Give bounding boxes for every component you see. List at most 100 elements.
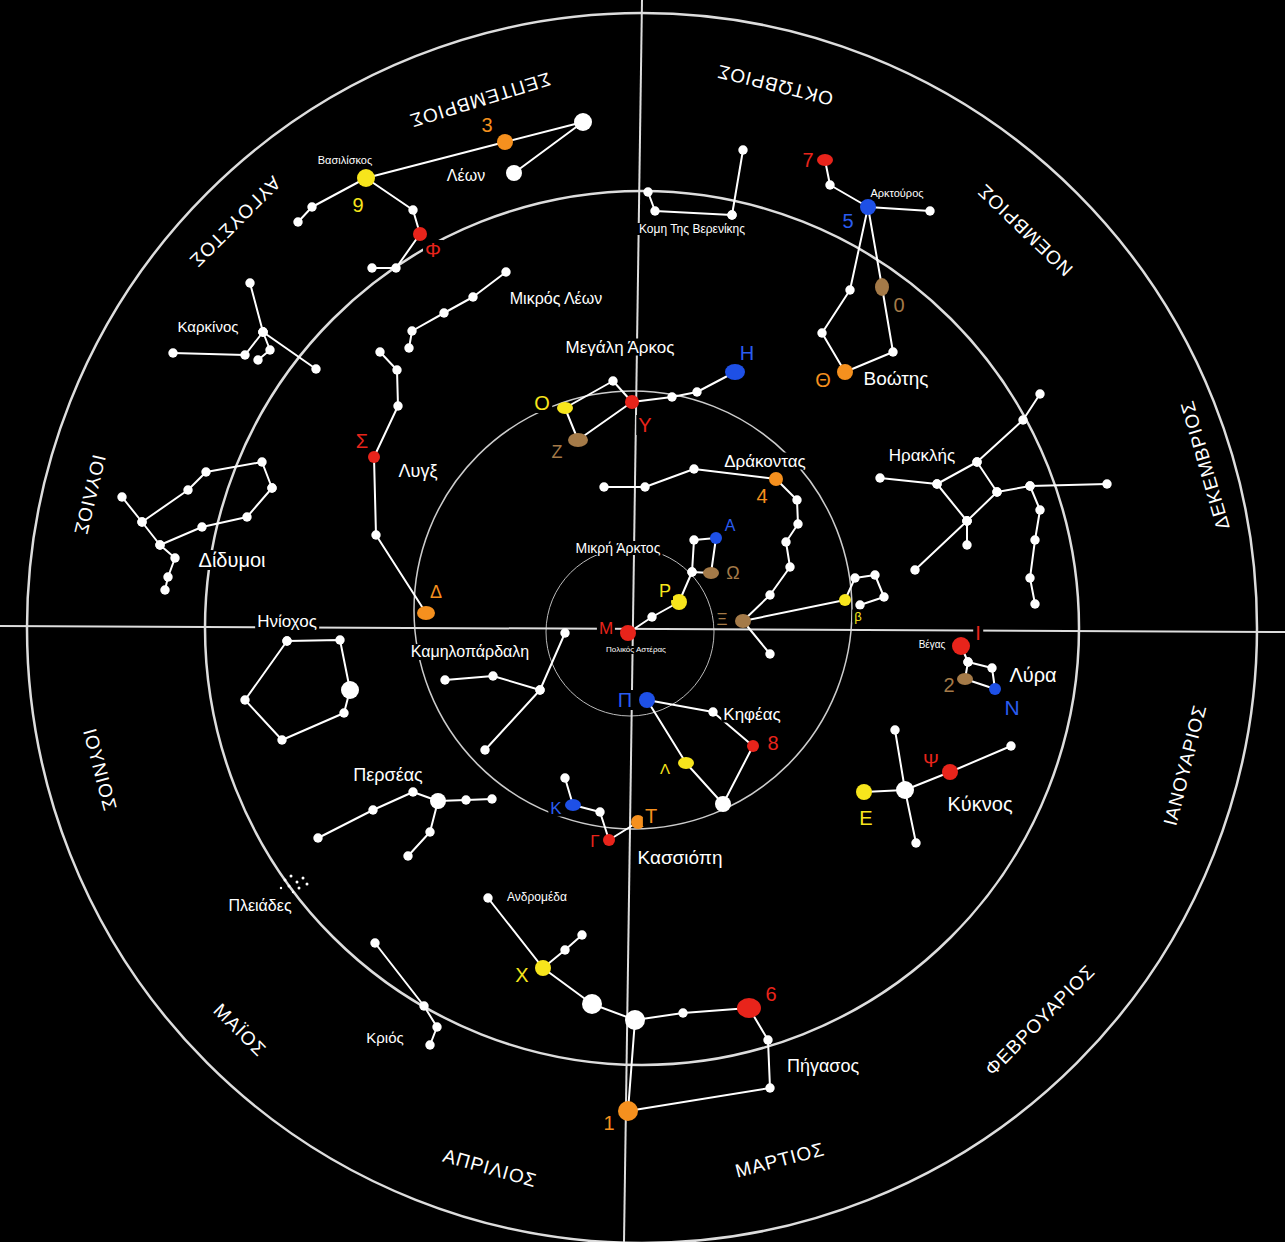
star-marker: [817, 154, 833, 166]
star-marker: [942, 764, 958, 780]
cancer: [258, 332, 270, 360]
perseus: [318, 792, 492, 838]
constellation-label: Κριός: [364, 1030, 405, 1045]
callout-letter: Σ: [354, 431, 370, 451]
month-label: ΙΟΥΛΙΟΣ: [71, 451, 110, 539]
constellation-label: Βοώτης: [861, 369, 930, 388]
callout-letter: Κ: [548, 800, 563, 817]
star-marker: [735, 614, 751, 628]
star-marker: [639, 692, 655, 708]
gemini: [160, 488, 272, 545]
callout-letter: Ρ: [657, 582, 673, 600]
star-name: Βέγας: [917, 640, 948, 650]
constellation-label: Μεγάλη Άρκος: [564, 339, 677, 356]
hercules: [915, 492, 997, 570]
constellation-label: Περσέας: [351, 766, 424, 784]
star: [506, 165, 522, 181]
pegasus: [628, 1008, 770, 1111]
star-marker: [860, 199, 876, 215]
constellation-label: Ηρακλής: [887, 447, 957, 464]
star-marker: [737, 998, 761, 1018]
month-label: ΜΑΡΤΙΟΣ: [731, 1139, 828, 1181]
callout-letter: Ω: [724, 564, 741, 582]
star-marker: [957, 673, 973, 685]
star: [625, 1010, 645, 1030]
star: [896, 781, 914, 799]
star: [574, 113, 592, 131]
coma: [732, 150, 743, 215]
callout-letter: Π: [616, 690, 634, 710]
ursa-major: [632, 372, 735, 402]
callout-letter: 6: [763, 984, 778, 1004]
andromeda: [488, 898, 749, 1020]
constellation-label: Δράκοντας: [722, 453, 808, 470]
month-label: ΙΑΝΟΥΑΡΙΟΣ: [1160, 700, 1210, 829]
month-label: ΑΥΓΟΥΣΤΟΣ: [185, 171, 286, 272]
callout-letter: 4: [754, 486, 769, 506]
hercules: [937, 484, 967, 521]
callout-letter: Γ: [588, 833, 601, 850]
callout-letter: Θ: [813, 370, 833, 390]
callout-letter: 3: [479, 115, 494, 135]
callout-letter: Δ: [428, 583, 444, 601]
star-marker: [413, 227, 427, 241]
callout-letter: Τ: [643, 806, 659, 826]
star-marker: [568, 433, 588, 447]
star-marker: [368, 451, 380, 463]
star-marker: [837, 364, 853, 380]
constellation-label: Ανδρομέδα: [505, 891, 569, 903]
constellation-label: Κηφέας: [721, 706, 782, 723]
leo-minor: [409, 272, 506, 348]
constellation-label: Μικρός Λέων: [508, 291, 604, 307]
constellation-label: Καμηλοπάρδαλη: [409, 644, 532, 660]
ursa-major: [565, 381, 632, 440]
star-marker: [603, 834, 615, 846]
camelopardalis: [445, 676, 540, 690]
star-marker: [625, 395, 639, 409]
star-marker: [856, 784, 872, 800]
draco: [604, 469, 798, 654]
pleiades-cluster: [280, 875, 309, 894]
callout-letter: Μ: [597, 620, 615, 637]
callout-letter: 1: [601, 1113, 616, 1133]
star-marker: [989, 683, 1001, 695]
hercules: [977, 462, 1040, 604]
star-name: Βασιλίσκος: [316, 155, 374, 166]
perseus: [408, 801, 438, 856]
auriga: [245, 640, 350, 740]
star-marker: [952, 637, 970, 655]
constellation-label: Μικρή Άρκτος: [574, 541, 663, 555]
constellation-label: Λύρα: [1007, 665, 1058, 685]
marked-stars: [357, 134, 1001, 1121]
month-label: ΦΕΒΡΟΥΑΡΙΟΣ: [980, 960, 1099, 1081]
callout-letter: 0: [891, 295, 906, 315]
star: [341, 681, 359, 699]
callout-letter: Υ: [636, 415, 653, 435]
star-marker: [620, 625, 636, 641]
star-marker: [703, 567, 719, 579]
callout-letter: Ψ: [921, 751, 941, 770]
callout-letter: 8: [765, 733, 780, 753]
star-marker: [565, 799, 581, 811]
lynx: [374, 352, 426, 613]
star-marker: [671, 594, 687, 610]
callout-letter: 2: [941, 675, 956, 695]
callout-letter: Η: [738, 343, 756, 363]
star: [430, 793, 446, 809]
month-label: ΝΟΕΜΒΡΙΟΣ: [973, 179, 1078, 281]
star-marker: [875, 278, 889, 296]
callout-letter: Ζ: [550, 443, 565, 461]
bootes: [822, 207, 893, 372]
cancer: [173, 332, 263, 355]
constellation-label: Κασσιόπη: [635, 848, 724, 867]
star-marker: [839, 594, 851, 606]
cygnus: [864, 746, 1011, 792]
star: [582, 994, 602, 1014]
callout-letter: 7: [800, 150, 815, 170]
hercules: [880, 394, 1040, 484]
cancer: [250, 283, 316, 369]
callout-letter: Λ: [658, 761, 672, 776]
month-label: ΔΕΚΕΜΒΡΙΟΣ: [1177, 396, 1233, 534]
month-label: ΙΟΥΝΙΟΣ: [80, 725, 121, 816]
